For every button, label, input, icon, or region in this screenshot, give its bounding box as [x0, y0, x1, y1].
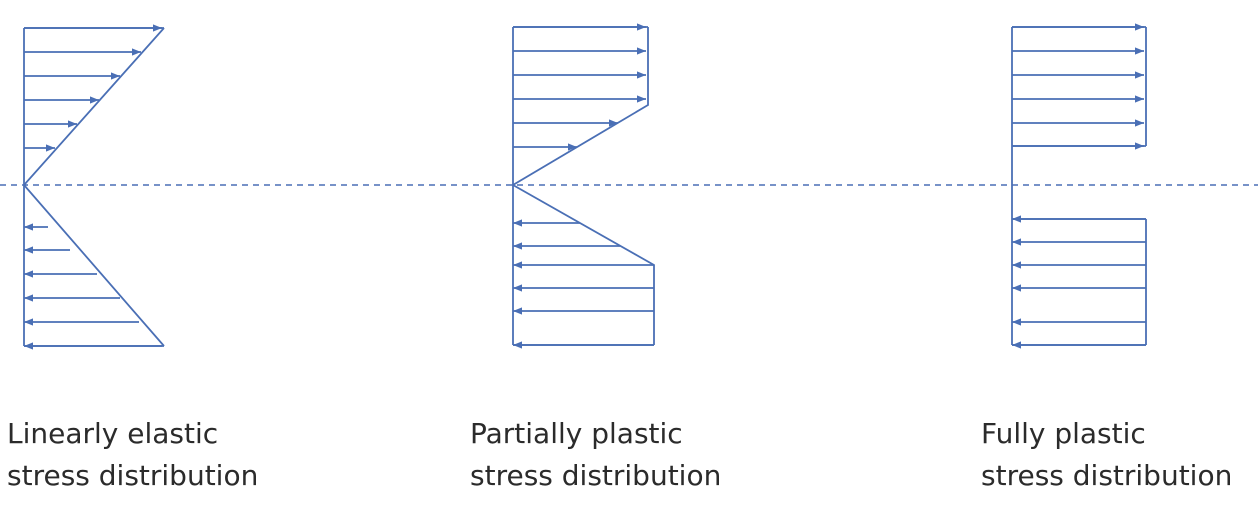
linearly-elastic-caption: Linearly elastic stress distribution [7, 413, 258, 497]
plastic-tension-arrows [1012, 23, 1144, 150]
partial-tension-arrows [513, 23, 646, 151]
plastic-compression-arrows [1012, 215, 1146, 349]
caption-line-2: stress distribution [470, 459, 722, 492]
caption-line-1: Fully plastic [981, 417, 1146, 450]
fully-plastic-caption: Fully plastic stress distribution [981, 413, 1232, 497]
fully-plastic-diagram [1011, 23, 1147, 349]
partially-plastic-caption: Partially plastic stress distribution [470, 413, 721, 497]
partial-stress-profile [511, 27, 655, 345]
caption-line-1: Linearly elastic [7, 417, 219, 450]
caption-line-2: stress distribution [981, 459, 1233, 492]
caption-line-1: Partially plastic [470, 417, 683, 450]
caption-line-2: stress distribution [7, 459, 259, 492]
linearly-elastic-diagram [22, 24, 165, 350]
elastic-stress-profile [22, 27, 165, 347]
partially-plastic-diagram [511, 23, 655, 349]
elastic-compression-arrows [24, 223, 162, 350]
partial-compression-arrows [513, 219, 654, 349]
elastic-tension-arrows [24, 24, 162, 152]
